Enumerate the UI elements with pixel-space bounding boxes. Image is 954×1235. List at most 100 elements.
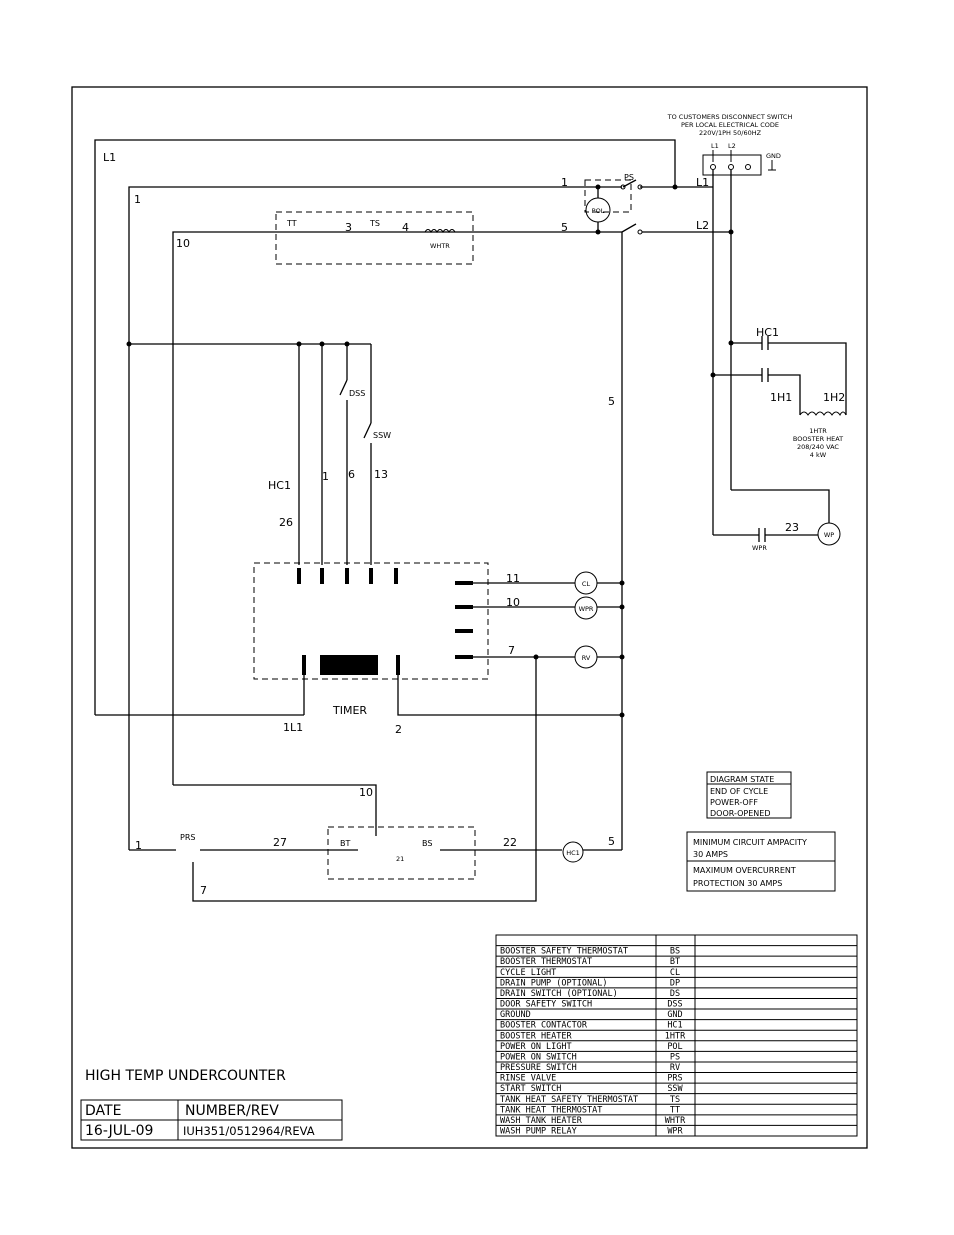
timer-label: TIMER [332,704,367,717]
rv-label: RV [582,654,591,662]
legend-name: WASH PUMP RELAY [500,1127,577,1137]
bt-label: BT [340,839,350,848]
legend-name: CYCLE LIGHT [500,968,556,978]
ps-label: PS [624,173,634,182]
wire-1-low-label: 1 [135,839,142,852]
tank-heat-box [275,211,474,265]
wire-1-circuit: 1 1 PS POL [128,173,643,850]
wire-7-low-label: 7 [200,884,207,897]
legend-name: POWER ON LIGHT [500,1042,572,1052]
legend-name: RINSE VALVE [500,1074,556,1084]
legend-name: TANK HEAT THERMOSTAT [500,1105,602,1115]
wire-1-left-label: 1 [134,193,141,206]
diagram-state-line-1: END OF CYCLE [710,787,768,796]
cl-label: CL [582,580,591,588]
wash-heater-icon [424,229,456,233]
legend-code: HC1 [667,1021,682,1031]
prs-label: PRS [180,833,195,842]
wire-10-left-label: 10 [176,237,190,250]
supply-note-3: 220V/1PH 50/60HZ [699,129,762,137]
legend-name: BOOSTER SAFETY THERMOSTAT [500,947,628,957]
supply-block: TO CUSTOMERS DISCONNECT SWITCH PER LOCAL… [667,113,793,535]
h1-label: 1H1 [770,391,792,404]
legend-code: RV [670,1063,680,1073]
supply-note-1: TO CUSTOMERS DISCONNECT SWITCH [667,113,793,121]
wpr-contact-label: WPR [752,544,767,552]
booster-circuit: 10 1 PRS 27 BT BS 21 22 HC1 5 7 [129,784,622,897]
drawing-title: HIGH TEMP UNDERCOUNTER [85,1068,286,1084]
mop-line-2: PROTECTION 30 AMPS [693,879,782,888]
wire-6-label: 6 [348,468,355,481]
hc1-contact-label: HC1 [268,479,291,492]
wire-4-label: 4 [402,221,409,234]
heater-note-1: 1HTR [809,427,827,435]
dss-label: DSS [349,389,365,398]
wire-3-label: 3 [345,221,352,234]
wire-5-top-label: 5 [561,221,568,234]
wp-label: WP [824,531,834,539]
wire-27-label: 27 [273,836,287,849]
booster-thermostat-box [327,826,476,880]
legend-code: TS [670,1095,680,1105]
diagram-state-title: DIAGRAM STATE [710,775,774,784]
terminal-block [702,154,762,176]
ts-label: TS [369,219,380,228]
date-header: DATE [85,1103,121,1119]
legend-code: POL [667,1042,682,1052]
wire-1-mid-label: 1 [322,470,329,483]
mca-line-1: MINIMUM CIRCUIT AMPACITY [693,838,807,847]
legend-code: BS [670,947,680,957]
legend-name: BOOSTER CONTACTOR [500,1021,588,1031]
legend-code: PS [670,1052,680,1062]
h2-label: 1H2 [823,391,845,404]
wire-7-mid-label: 7 [508,644,515,657]
legend-name: PRESSURE SWITCH [500,1063,577,1073]
date-value: 16-JUL-09 [85,1123,153,1139]
wire-26-label: 26 [279,516,293,529]
legend-code: BT [670,957,680,967]
legend-code: PRS [667,1074,682,1084]
legend-name: DRAIN SWITCH (OPTIONAL) [500,989,618,999]
legend-code: 1HTR [665,1031,686,1041]
heater-note-2: BOOSTER HEAT [793,435,843,443]
drawing-border [71,86,868,1149]
legend-code: WHTR [665,1116,686,1126]
wire-22-label: 22 [503,836,517,849]
diagram-state: DIAGRAM STATE END OF CYCLE POWER-OFF DOO… [706,771,792,819]
tt-label: TT [286,219,297,228]
wire-1l1-label: 1L1 [283,721,303,734]
legend-code: TT [670,1105,680,1115]
wire-13-label: 13 [374,468,388,481]
legend-name: START SWITCH [500,1084,561,1094]
timer-inputs: DSS SSW HC1 26 1 6 13 [126,341,391,565]
l1-circuit: L1 L1 [94,139,713,716]
diagram-state-line-3: DOOR-OPENED [710,809,770,818]
booster-heater-circuit: HC1 1H1 1H2 1HTR BOOSTER HEAT 208/240 VA… [710,326,847,552]
ssw-label: SSW [373,431,391,440]
wire-11-label: 11 [506,572,520,585]
legend-name: BOOSTER THERMOSTAT [500,957,592,967]
legend-table: BOOSTER SAFETY THERMOSTAT BS BOOSTER THERM… [495,934,858,1137]
wire-5-return: 5 [397,232,625,850]
pol-label: POL [592,207,605,215]
legend-code: WPR [667,1127,683,1137]
legend-name: BOOSTER HEATER [500,1031,573,1041]
diagram-state-line-2: POWER-OFF [710,798,758,807]
wire-10-low-label: 10 [359,786,373,799]
terminal-l2-label: L2 [728,142,736,150]
wire-10-mid-label: 10 [506,596,520,609]
wire-5-mid-label: 5 [608,395,615,408]
wire-l1-right: L1 [696,176,709,189]
legend-code: DSS [667,1000,682,1010]
legend-code: SSW [667,1084,683,1094]
timer-outputs: CL 11 WPR 10 RV 7 [192,571,622,902]
legend-name: POWER ON SWITCH [500,1052,577,1062]
wire-l2-right: L2 [696,219,709,232]
timer-box [253,562,489,680]
booster-contactor-coil-icon [562,841,584,863]
legend-code: GND [667,1010,682,1020]
supply-note-2: PER LOCAL ELECTRICAL CODE [681,121,779,129]
terminal-l1-label: L1 [711,142,719,150]
legend-name: GROUND [500,1010,531,1020]
